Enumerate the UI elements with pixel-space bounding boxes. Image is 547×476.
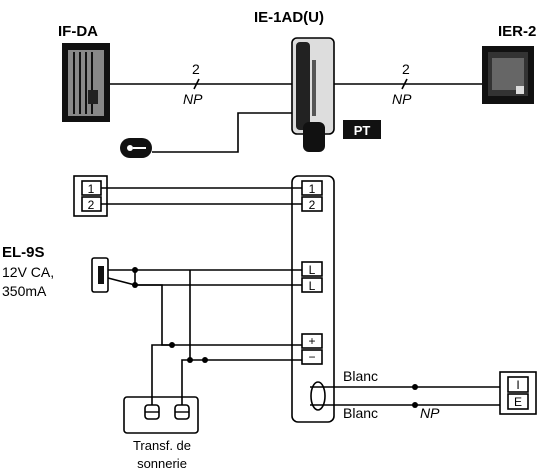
transformer: [123, 396, 199, 434]
el-9s-label: EL-9S: [2, 244, 45, 261]
main-terminal-minus: [301, 349, 323, 365]
bottom-wire-type: NP: [420, 405, 440, 421]
main-terminal-plus-label: +: [308, 334, 315, 348]
right-terminal-i-label: I: [516, 378, 519, 392]
left-terminal-2-label: 2: [88, 198, 95, 212]
key-switch-icon: [120, 138, 152, 158]
transformer-label-line2: sonnerie: [137, 456, 187, 471]
wire-transformer-b: [181, 359, 190, 405]
main-terminal-plus: [301, 333, 323, 349]
left-terminal-1-label: 1: [88, 182, 95, 196]
wire-key-switch: [152, 112, 292, 153]
if-da-label: IF-DA: [58, 23, 98, 40]
ier-2-station: [482, 46, 534, 104]
right-wire-type: NP: [392, 91, 412, 107]
main-terminal-l1: [301, 261, 323, 277]
wire-slash-right: [401, 78, 408, 90]
ie-1ad-master-station: [291, 37, 335, 152]
wire-slash-left: [193, 78, 200, 90]
main-terminal-l2-label: L: [309, 279, 316, 293]
left-wire-count: 2: [192, 61, 200, 77]
cable-loop: [310, 381, 326, 411]
wire-chime-minus: [189, 270, 302, 361]
blanc-bottom-label: Blanc: [343, 405, 378, 421]
right-terminal-e-label: E: [514, 395, 522, 409]
ier-2-label: IER-2: [498, 23, 536, 40]
el-9s-voltage: 12V CA,: [2, 264, 54, 280]
right-terminal-i: [507, 376, 529, 393]
transformer-label-line1: Transf. de: [133, 438, 191, 453]
main-terminal-2-label: 2: [309, 198, 316, 212]
main-terminal-l1-label: L: [309, 263, 316, 277]
if-da-door-station: [62, 43, 110, 122]
pt-label: PT: [354, 123, 371, 138]
right-wire-count: 2: [402, 61, 410, 77]
ie-1ad-label: IE-1AD(U): [254, 9, 324, 26]
wire-transformer-a: [151, 344, 172, 405]
el-9s-chime: [91, 257, 109, 293]
right-terminal-e: [507, 393, 529, 410]
pt-badge: [343, 120, 381, 139]
main-terminal-1-label: 1: [309, 182, 316, 196]
el-9s-current: 350mA: [2, 283, 47, 299]
main-terminal-minus-label: −: [308, 350, 315, 364]
blanc-top-label: Blanc: [343, 368, 378, 384]
left-wire-type: NP: [183, 91, 203, 107]
wire-chime-plus: [135, 284, 302, 346]
